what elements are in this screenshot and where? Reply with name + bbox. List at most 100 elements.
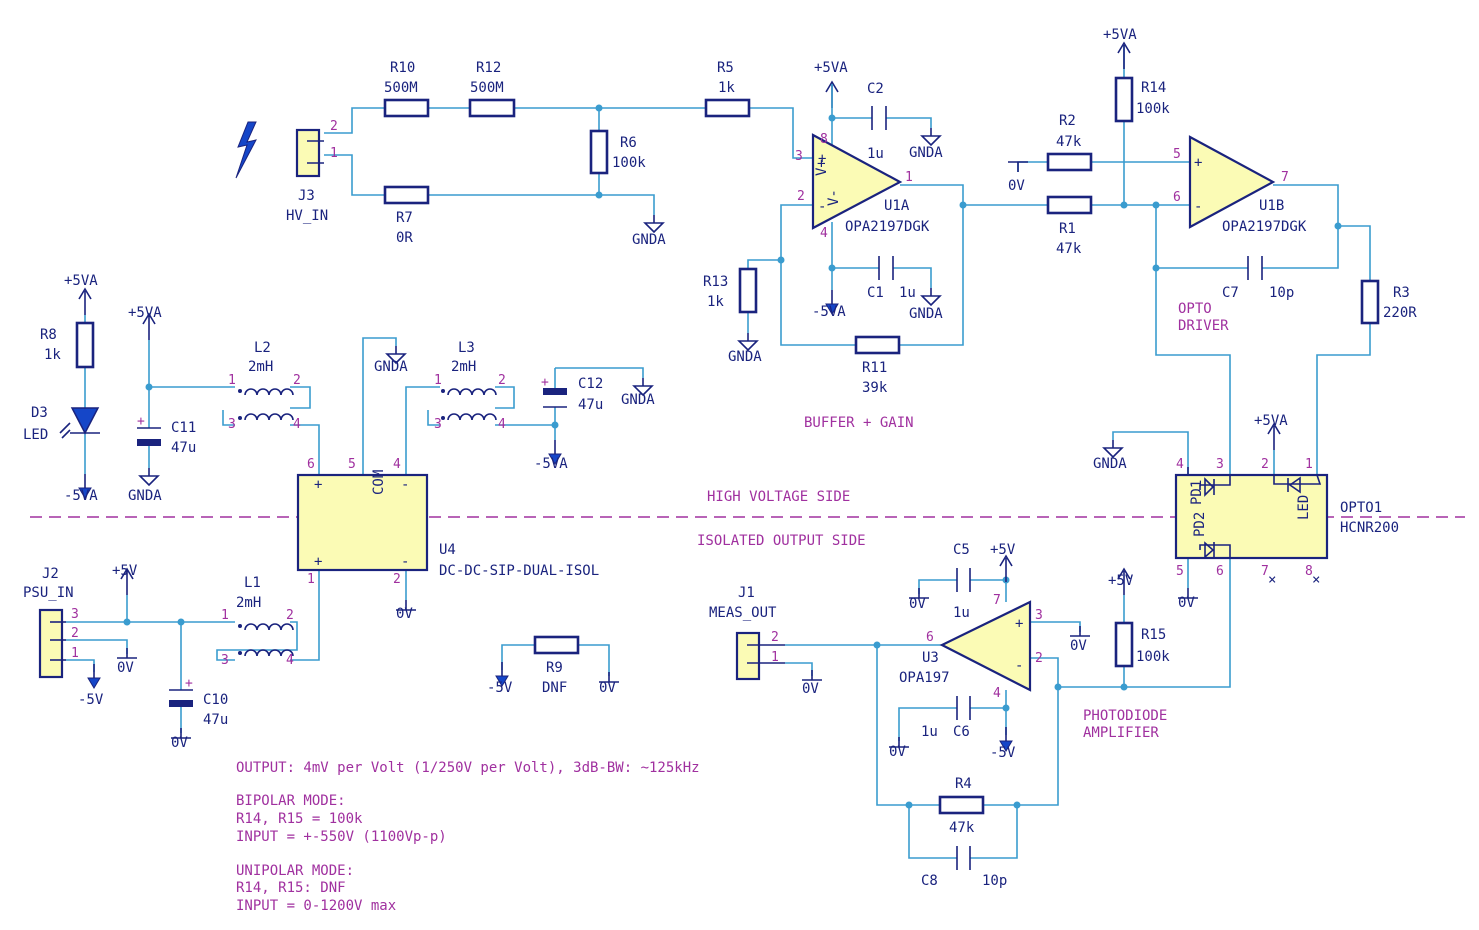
- svg-text:6: 6: [307, 457, 315, 472]
- svg-text:1u: 1u: [921, 724, 938, 740]
- pin-num: 2: [330, 119, 338, 134]
- gnda-c12: GNDA: [621, 377, 655, 408]
- svg-text:DNF: DNF: [542, 680, 567, 696]
- svg-text:7: 7: [993, 593, 1001, 608]
- svg-text:1: 1: [1305, 457, 1313, 472]
- opamp-u1b: 56 7 + - U1B OPA2197DGK: [1173, 135, 1307, 235]
- svg-text:1: 1: [905, 170, 913, 185]
- capacitor-c7: C7 10p: [1222, 256, 1294, 301]
- power-p5va-r8: +5VA: [64, 273, 98, 316]
- svg-text:U1B: U1B: [1259, 198, 1284, 214]
- notes-block: OUTPUT: 4mV per Volt (1/250V per Volt), …: [236, 760, 700, 914]
- svg-text:R3: R3: [1393, 285, 1410, 301]
- svg-text:2: 2: [71, 626, 79, 641]
- zerov-r9: 0V: [598, 671, 620, 696]
- svg-text:+: +: [314, 554, 322, 570]
- svg-text:5: 5: [1176, 564, 1184, 579]
- svg-text:47k: 47k: [949, 820, 975, 836]
- r5-ref: R5: [717, 60, 734, 76]
- svg-text:U3: U3: [922, 650, 939, 666]
- svg-text:-5VA: -5VA: [534, 456, 568, 472]
- r6-value: 100k: [612, 155, 646, 171]
- svg-text:OPA2197DGK: OPA2197DGK: [1222, 219, 1307, 235]
- svg-text:1: 1: [221, 608, 229, 623]
- u1a-vminus: V-: [826, 189, 842, 206]
- svg-text:C12: C12: [578, 376, 603, 392]
- section-buffer-label: BUFFER + GAIN: [804, 415, 914, 431]
- svg-text:OPA197: OPA197: [899, 670, 950, 686]
- svg-text:5: 5: [348, 457, 356, 472]
- svg-text:1u: 1u: [953, 605, 970, 621]
- resistor-r1: R1 47k: [1046, 195, 1093, 257]
- svg-text:5: 5: [1173, 147, 1181, 162]
- gnda-r13: GNDA: [728, 332, 762, 365]
- svg-text:R15: R15: [1141, 627, 1166, 643]
- capacitor-c10: + C10 47u: [169, 676, 228, 728]
- svg-text:47u: 47u: [171, 440, 196, 456]
- power-p5va-opto: +5VA: [1254, 413, 1288, 451]
- svg-text:3: 3: [228, 417, 236, 432]
- svg-text:C1: C1: [867, 285, 884, 301]
- svg-text:-: -: [401, 477, 409, 493]
- svg-text:3: 3: [221, 653, 229, 668]
- svg-text:OPTO1: OPTO1: [1340, 500, 1382, 516]
- power-m5va-c12: -5VA: [534, 439, 568, 472]
- zerov-j2: 0V: [116, 647, 138, 676]
- svg-text:R11: R11: [862, 360, 887, 376]
- svg-text:0V: 0V: [1178, 595, 1195, 611]
- svg-text:0V: 0V: [599, 680, 616, 696]
- svg-text:+5VA: +5VA: [1254, 413, 1288, 429]
- r12-value: 500M: [470, 80, 504, 96]
- svg-text:2: 2: [771, 630, 779, 645]
- svg-text:0V: 0V: [889, 744, 906, 760]
- svg-text:+: +: [137, 414, 145, 429]
- svg-text:2mH: 2mH: [451, 359, 476, 375]
- svg-text:+: +: [1194, 155, 1202, 171]
- svg-text:C6: C6: [953, 724, 970, 740]
- resistor-r12: R12 500M: [468, 60, 516, 118]
- u4-com: COM: [371, 470, 387, 495]
- power-p5v-r15: +5V: [1108, 568, 1134, 596]
- capacitor-c6: 1u C6: [921, 696, 971, 740]
- resistor-r9: R9 DNF: [533, 635, 580, 696]
- svg-text:7: 7: [1281, 170, 1289, 185]
- opto-pd2: PD2: [1192, 512, 1208, 537]
- svg-text:4: 4: [393, 457, 401, 472]
- resistor-r7: R7 0R: [383, 185, 430, 246]
- svg-text:1k: 1k: [44, 347, 61, 363]
- photodiode-label-2: AMPLIFIER: [1083, 725, 1159, 741]
- svg-text:2mH: 2mH: [236, 595, 261, 611]
- r10-ref: R10: [390, 60, 415, 76]
- svg-text:10p: 10p: [1269, 285, 1294, 301]
- svg-text:+5V: +5V: [112, 563, 138, 579]
- svg-text:+5VA: +5VA: [814, 60, 848, 76]
- svg-text:-: -: [1194, 199, 1202, 215]
- svg-text:LED: LED: [23, 427, 48, 443]
- svg-text:39k: 39k: [862, 380, 888, 396]
- opamp-u3: 6 32 74 + - U3 OPA197: [899, 593, 1043, 701]
- svg-text:3: 3: [71, 607, 79, 622]
- photodiode-label-1: PHOTODIODE: [1083, 708, 1167, 724]
- note-output: OUTPUT: 4mV per Volt (1/250V per Volt), …: [236, 760, 700, 776]
- note-bipolar-input: INPUT = +-550V (1100Vp-p): [236, 829, 447, 845]
- power-m5va-d3: -5VA: [64, 473, 98, 504]
- svg-text:×: ×: [1268, 572, 1276, 588]
- resistor-r3: R3 220R: [1360, 279, 1417, 325]
- svg-text:2: 2: [293, 373, 301, 388]
- opto-driver-label-1: OPTO: [1178, 301, 1212, 317]
- zerov-u3: 0V: [1069, 625, 1091, 654]
- j3-value: HV_IN: [286, 208, 328, 224]
- svg-text:8: 8: [1305, 564, 1313, 579]
- svg-text:C2: C2: [867, 81, 884, 97]
- power-p5va-u1a: +5VA: [814, 60, 848, 118]
- svg-text:R4: R4: [955, 776, 972, 792]
- svg-text:L3: L3: [458, 340, 475, 356]
- zerov-r2: 0V: [1007, 161, 1029, 194]
- svg-text:GNDA: GNDA: [909, 306, 943, 322]
- svg-text:2: 2: [797, 189, 805, 204]
- svg-text:47k: 47k: [1056, 134, 1082, 150]
